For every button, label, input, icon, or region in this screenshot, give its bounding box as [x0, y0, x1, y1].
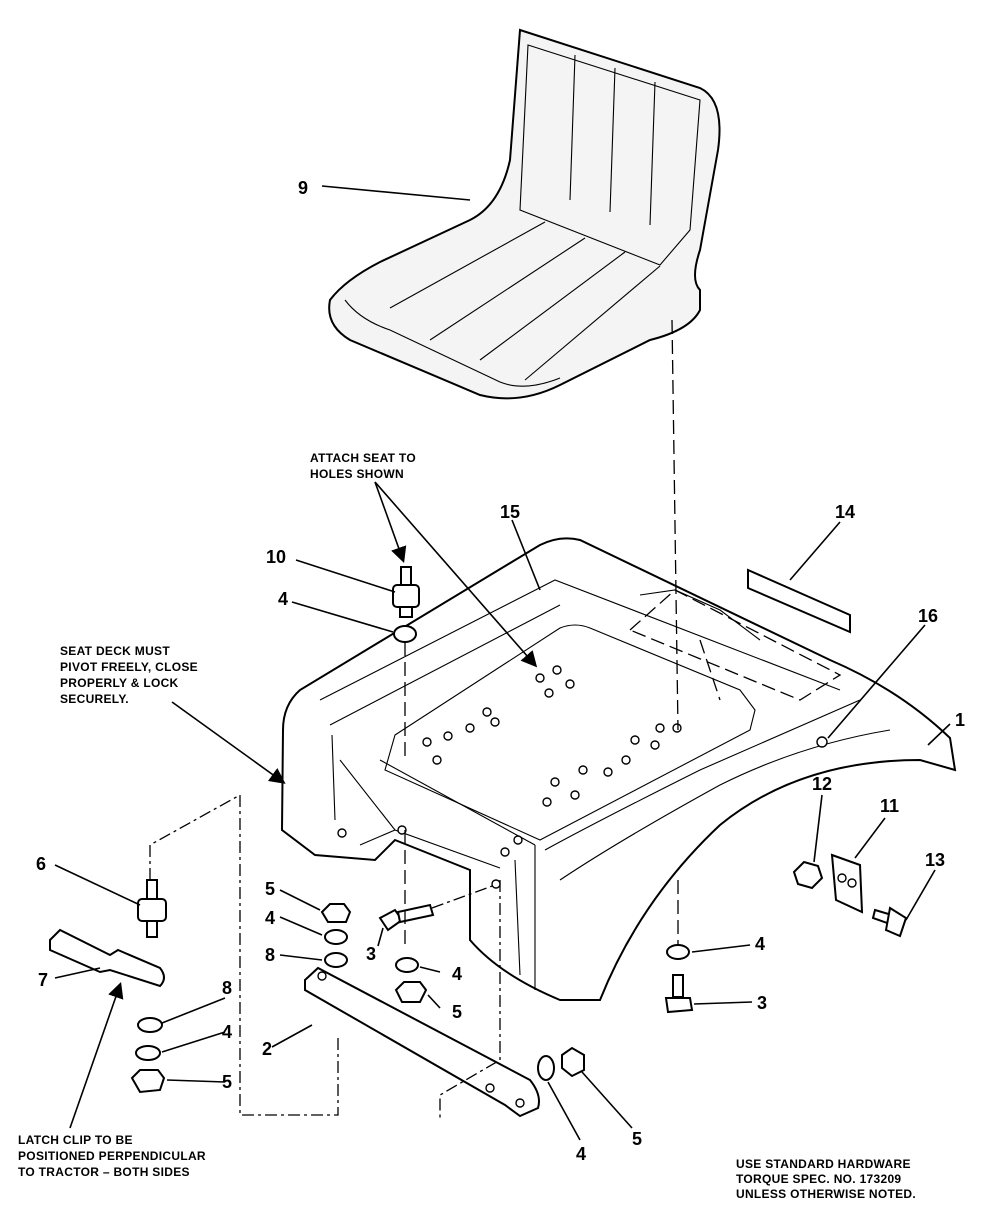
callout-9: 9 — [298, 178, 308, 198]
flat-washer-8-left — [137, 1017, 163, 1033]
leader-lines — [54, 185, 951, 1141]
svg-text:SEAT DECK MUST: SEAT DECK MUST — [60, 644, 170, 658]
seat-mounting-holes — [397, 665, 682, 857]
callout-1: 1 — [955, 710, 965, 730]
bolt-part-3-center — [378, 903, 435, 932]
hex-nut-5-center — [394, 981, 428, 1003]
svg-text:LATCH CLIP TO BE: LATCH CLIP TO BE — [18, 1133, 133, 1147]
callout-13: 13 — [925, 850, 945, 870]
callout-3-center: 3 — [366, 944, 376, 964]
svg-text:ATTACH SEAT TO: ATTACH SEAT TO — [310, 451, 416, 465]
hex-nut-5-left — [130, 1069, 166, 1094]
flat-washer-8-mid — [324, 952, 348, 968]
note-latch-clip: LATCH CLIP TO BE POSITIONED PERPENDICULA… — [18, 1133, 206, 1179]
bumper-part-10 — [392, 566, 420, 618]
callout-4-top: 4 — [278, 589, 288, 609]
bolt-part-13 — [871, 906, 908, 938]
svg-text:HOLES SHOWN: HOLES SHOWN — [310, 467, 404, 481]
callout-11: 11 — [880, 796, 899, 816]
callout-5-center: 5 — [452, 1002, 462, 1022]
callout-4-right: 4 — [755, 934, 765, 954]
seat-part-9 — [328, 28, 721, 400]
bolt-part-3-right — [664, 974, 694, 1014]
lock-washer-4-bottom — [537, 1055, 555, 1081]
note-attach-seat: ATTACH SEAT TO HOLES SHOWN — [310, 451, 416, 481]
svg-text:POSITIONED PERPENDICULAR: POSITIONED PERPENDICULAR — [18, 1149, 206, 1163]
callout-4-mid: 4 — [265, 908, 275, 928]
callout-3-right: 3 — [757, 993, 767, 1013]
bumper-part-6 — [137, 879, 167, 938]
callout-12: 12 — [812, 774, 832, 794]
latch-clip-part-7 — [49, 928, 165, 988]
lock-washer-4-right — [666, 944, 690, 960]
callout-15: 15 — [500, 502, 520, 522]
callout-5-bottom: 5 — [632, 1129, 642, 1149]
plate-part-11 — [830, 853, 864, 914]
lock-washer-4-left — [135, 1045, 161, 1061]
callout-8-left: 8 — [222, 978, 232, 998]
callout-4-bottom: 4 — [576, 1144, 586, 1164]
svg-text:PIVOT FREELY, CLOSE: PIVOT FREELY, CLOSE — [60, 660, 198, 674]
svg-text:TO TRACTOR – BOTH SIDES: TO TRACTOR – BOTH SIDES — [18, 1165, 190, 1179]
svg-text:SECURELY.: SECURELY. — [60, 692, 129, 706]
latch-bracket-part-2 — [304, 966, 540, 1118]
hex-nut-part-12 — [792, 860, 824, 890]
callout-2: 2 — [262, 1039, 272, 1059]
note-standard-hardware: USE STANDARD HARDWARE TORQUE SPEC. NO. 1… — [736, 1157, 916, 1201]
svg-text:USE STANDARD HARDWARE: USE STANDARD HARDWARE — [736, 1157, 911, 1171]
callout-14: 14 — [835, 502, 855, 522]
lock-washer-4-mid — [324, 929, 348, 945]
callout-16: 16 — [918, 606, 938, 626]
callout-4-center: 4 — [452, 964, 462, 984]
callout-6: 6 — [36, 854, 46, 874]
seat-deck-part-1 — [280, 537, 957, 1001]
note-arrows — [69, 481, 538, 1129]
lock-washer-4-center — [395, 957, 419, 973]
hex-nut-5-bottom — [561, 1046, 585, 1078]
svg-text:UNLESS OTHERWISE NOTED.: UNLESS OTHERWISE NOTED. — [736, 1187, 916, 1201]
svg-text:PROPERLY & LOCK: PROPERLY & LOCK — [60, 676, 179, 690]
callout-5-left: 5 — [222, 1072, 232, 1092]
note-seat-deck: SEAT DECK MUST PIVOT FREELY, CLOSE PROPE… — [60, 644, 198, 706]
callout-numbers: 9 10 4 15 14 16 1 6 7 8 4 5 5 4 8 3 4 5 … — [36, 178, 965, 1164]
decal-part-14 — [747, 568, 851, 634]
callout-8-mid: 8 — [265, 945, 275, 965]
callout-5-mid: 5 — [265, 879, 275, 899]
callout-4-left: 4 — [222, 1022, 232, 1042]
callout-10: 10 — [266, 547, 286, 567]
assembly-lines — [149, 319, 679, 1120]
svg-text:TORQUE SPEC. NO. 173209: TORQUE SPEC. NO. 173209 — [736, 1172, 901, 1186]
callout-7: 7 — [38, 970, 48, 990]
lock-washer-4-top — [393, 625, 417, 643]
hex-nut-5-mid — [320, 903, 352, 923]
